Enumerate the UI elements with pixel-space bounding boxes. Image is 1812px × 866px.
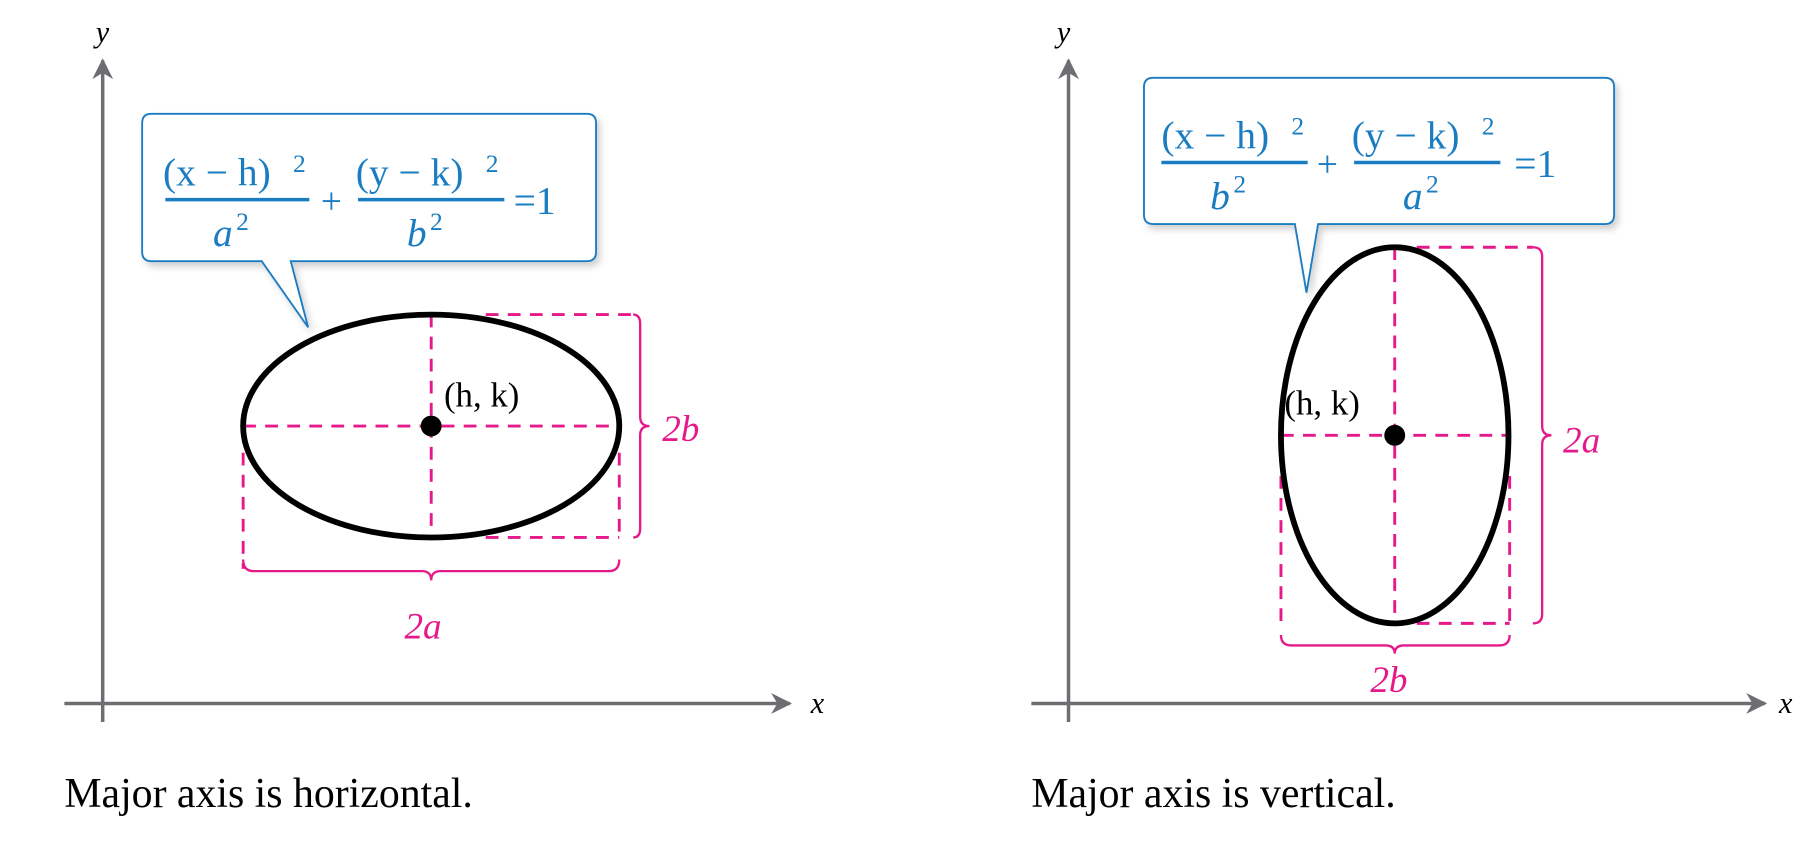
center-point <box>420 415 442 437</box>
formula-denominator-1: a <box>213 211 233 255</box>
formula-exponent-1: 2 <box>1291 112 1304 141</box>
formula-denominator-2: a <box>1403 174 1423 218</box>
center-label: (h, k) <box>1284 383 1359 422</box>
width-label: 2a <box>405 606 442 647</box>
formula-callout: (x − h) 2 b 2 + (y − k) 2 a 2 =1 <box>1143 76 1616 293</box>
height-brace <box>1532 246 1552 625</box>
formula-denominator-1-exponent: 2 <box>236 207 249 236</box>
formula-equals-one: =1 <box>1514 141 1556 185</box>
formula-denominator-2-exponent: 2 <box>1426 170 1439 199</box>
height-brace <box>633 313 650 539</box>
formula-denominator-2: b <box>407 211 427 255</box>
ellipse-vertical <box>1278 244 1512 627</box>
vertical-ellipse-diagram: y x (x − h) 2 b 2 + (y − k) 2 a 2 =1 (h,… <box>1031 15 1793 817</box>
formula-denominator-1-exponent: 2 <box>1233 170 1246 199</box>
formula-exponent-1: 2 <box>293 149 306 178</box>
caption: Major axis is vertical. <box>1031 771 1395 817</box>
caption: Major axis is horizontal. <box>64 771 472 817</box>
dimension-dashes <box>1279 245 1533 625</box>
formula-numerator-2: (y − k) <box>356 151 464 195</box>
ellipse-horizontal <box>240 311 623 541</box>
formula-equals-one: =1 <box>514 179 556 223</box>
center-label: (h, k) <box>444 375 519 414</box>
formula-denominator-2-exponent: 2 <box>430 207 443 236</box>
height-label: 2a <box>1563 421 1600 462</box>
formula-plus: + <box>321 182 342 223</box>
formula-denominator-1: b <box>1210 174 1230 218</box>
width-brace <box>1279 634 1511 654</box>
center-point <box>1384 424 1406 446</box>
formula-callout: (x − h) 2 a 2 + (y − k) 2 b 2 =1 <box>141 112 597 328</box>
x-axis-label: x <box>810 686 825 720</box>
formula-numerator-1: (x − h) <box>1161 114 1269 158</box>
horizontal-ellipse-diagram: y x (x − h) 2 a 2 + (y − k) 2 b 2 =1 (h,… <box>64 15 824 817</box>
formula-numerator-2: (y − k) <box>1352 114 1460 158</box>
y-axis-label: y <box>1054 15 1071 49</box>
formula-exponent-2: 2 <box>486 149 499 178</box>
width-label: 2b <box>1370 660 1407 701</box>
formula-numerator-1: (x − h) <box>163 151 271 195</box>
formula-exponent-2: 2 <box>1482 112 1495 141</box>
y-axis-label: y <box>93 15 110 49</box>
x-axis-label: x <box>1778 686 1793 720</box>
height-label: 2b <box>662 409 699 450</box>
width-brace <box>241 559 621 581</box>
formula-plus: + <box>1317 144 1338 185</box>
